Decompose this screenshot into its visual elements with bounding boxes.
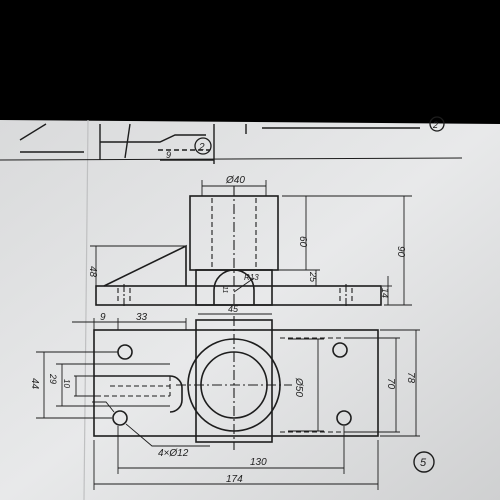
dim-130: 130 [250, 457, 267, 468]
dim-44: 44 [29, 378, 40, 390]
front-hidden-lines [117, 186, 353, 306]
dim-70: 70 [385, 378, 396, 390]
paper-fold [83, 119, 89, 500]
dim-10: 10 [62, 379, 71, 388]
dim-r13: R13 [244, 273, 259, 282]
dim-60: 60 [297, 236, 308, 248]
dim-4x-phi12: 4×Ø12 [158, 448, 189, 459]
dim-48: 48 [87, 266, 98, 278]
dim-14: 14 [380, 288, 390, 298]
dim-90: 90 [395, 246, 406, 258]
front-dim-lines [90, 180, 412, 315]
corner-circle-label: 2 [432, 120, 438, 130]
hole-bottom-left [112, 410, 128, 426]
dim-45: 45 [228, 304, 239, 314]
dim-33: 33 [136, 312, 148, 323]
dim-174: 174 [226, 474, 243, 485]
top-circle-mark [194, 137, 212, 155]
sheet-number-circle [413, 451, 435, 473]
dim-78: 78 [405, 372, 416, 384]
sheet-number-label: 5 [420, 457, 427, 469]
top-circle-label: 2 [198, 142, 205, 153]
dim-29: 29 [48, 373, 58, 384]
paper-sheet [0, 120, 500, 500]
front-r13-cutout [213, 269, 255, 305]
top-view-outline [93, 329, 379, 437]
dim-phi50: Ø50 [293, 377, 304, 397]
hole-top-right [332, 342, 348, 358]
top-dimension-9: 9 [166, 150, 171, 160]
corner-circle-mark [429, 116, 445, 132]
top-dim-lines [36, 318, 420, 490]
previous-drawing-fragment [0, 123, 463, 164]
dim-9: 9 [100, 312, 106, 323]
hole-bottom-right [336, 410, 352, 426]
dim-phi40: Ø40 [225, 175, 245, 186]
dim-25: 25 [308, 271, 318, 283]
top-view-slot-edge [94, 375, 183, 413]
dim-11: 11 [221, 286, 228, 293]
